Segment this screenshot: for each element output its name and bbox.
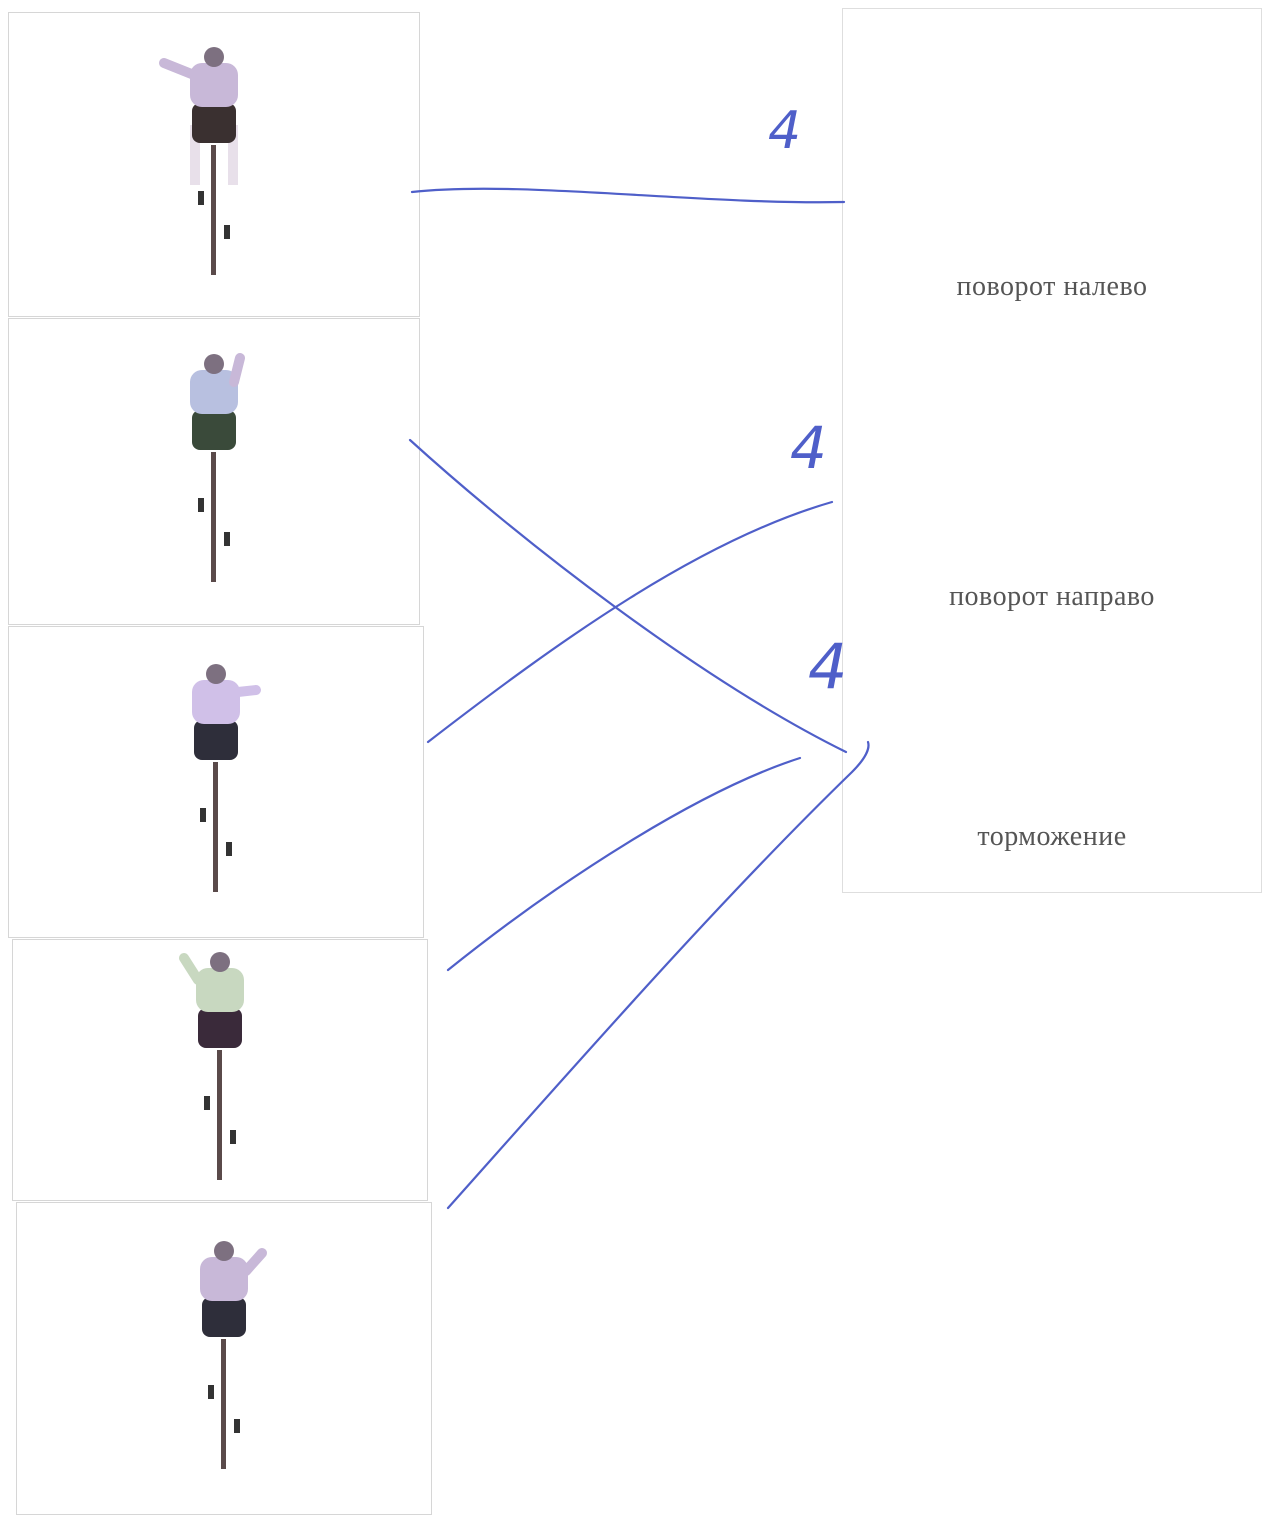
cyclist-panel-3 [8, 626, 424, 938]
label-right-turn: поворот направо [843, 581, 1261, 613]
cyclist-figure [154, 352, 274, 592]
line-panel3-to-right-turn [428, 502, 832, 742]
line-panel1-to-left-turn [412, 189, 844, 203]
label-left-turn: поворот налево [843, 271, 1261, 303]
cyclist-figure [156, 662, 276, 902]
answers-column: поворот налево поворот направо торможени… [842, 8, 1262, 893]
label-braking: торможение [843, 821, 1261, 853]
handwritten-mark-1: 4 [768, 101, 801, 161]
line-panel5-to-braking [448, 742, 868, 1208]
cyclist-panel-1 [8, 12, 420, 317]
cyclist-figure [154, 45, 274, 285]
cyclist-figure [160, 950, 280, 1190]
cyclist-figure [164, 1239, 284, 1479]
cyclist-panel-2 [8, 318, 420, 625]
handwritten-mark-2: 4 [790, 414, 827, 482]
cyclist-panel-4 [12, 939, 428, 1201]
line-panel2-to-braking [410, 440, 846, 752]
line-panel4-to-braking [448, 758, 800, 970]
cyclist-panel-5 [16, 1202, 432, 1515]
